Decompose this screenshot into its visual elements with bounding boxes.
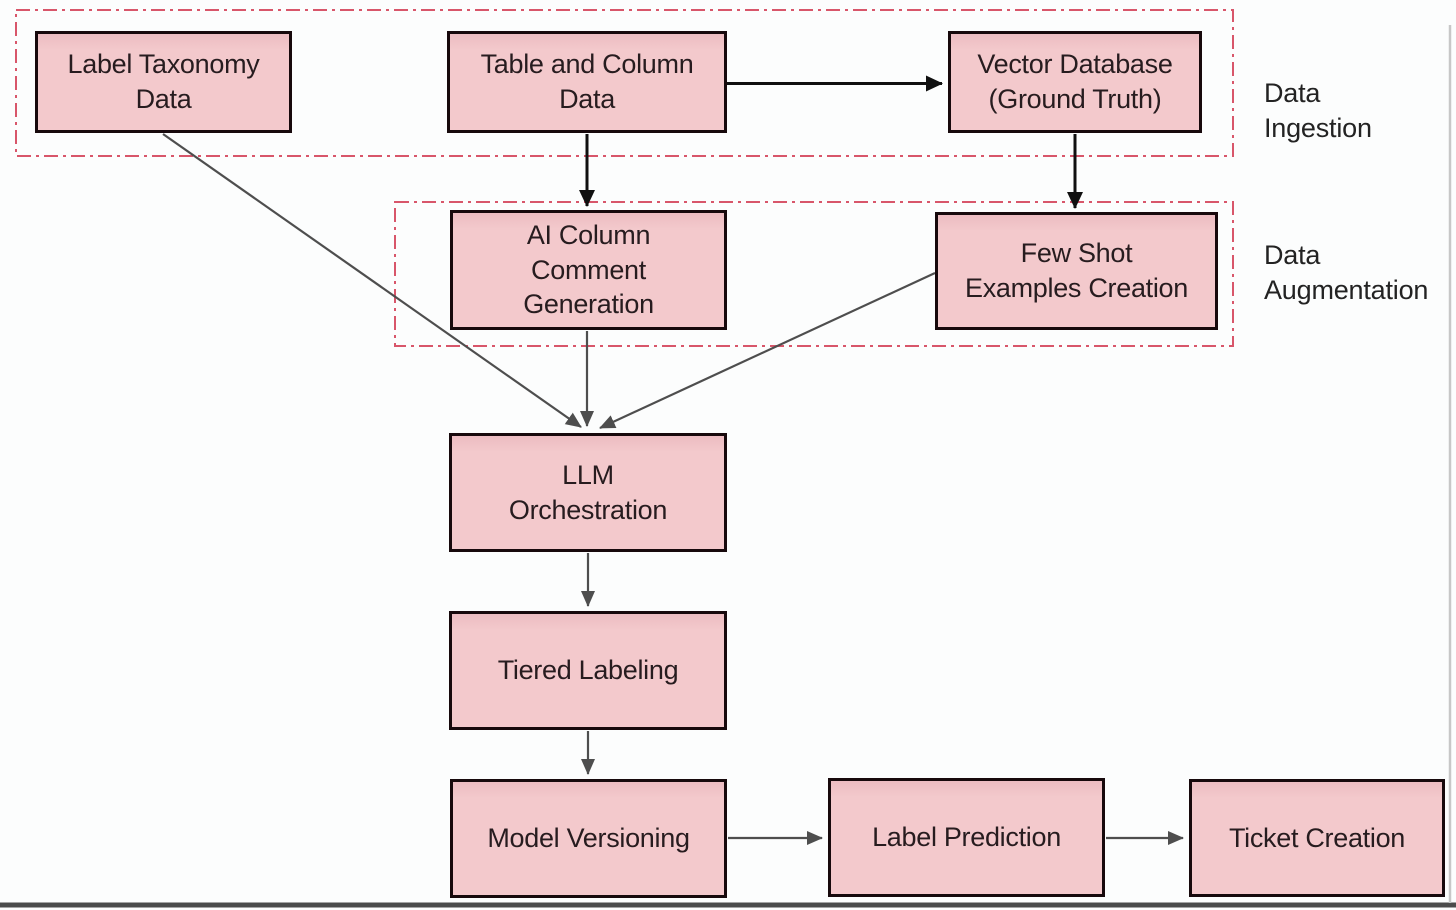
node-vector-database-ground-truth: Vector Database (Ground Truth) <box>948 31 1202 133</box>
node-label-taxonomy-data: Label Taxonomy Data <box>35 31 292 133</box>
node-llm-orchestration: LLM Orchestration <box>449 433 727 552</box>
node-label-prediction: Label Prediction <box>828 778 1105 897</box>
data-ingestion-group-border <box>15 9 1234 157</box>
node-few-shot-examples-creation: Few Shot Examples Creation <box>935 212 1218 330</box>
edge-fewshot-to-llm <box>599 272 936 429</box>
node-tiered-labeling: Tiered Labeling <box>449 611 727 730</box>
data-augmentation-label: Data Augmentation <box>1264 240 1429 306</box>
edge-taxonomy-to-llm <box>162 133 582 428</box>
node-ticket-creation: Ticket Creation <box>1189 779 1445 897</box>
node-table-and-column-data: Table and Column Data <box>447 31 727 133</box>
node-ai-column-comment-generation: AI Column Comment Generation <box>450 210 727 330</box>
node-model-versioning: Model Versioning <box>450 779 727 898</box>
data-augmentation-group-border <box>394 201 1234 347</box>
data-ingestion-label: Data Ingestion <box>1264 78 1372 144</box>
